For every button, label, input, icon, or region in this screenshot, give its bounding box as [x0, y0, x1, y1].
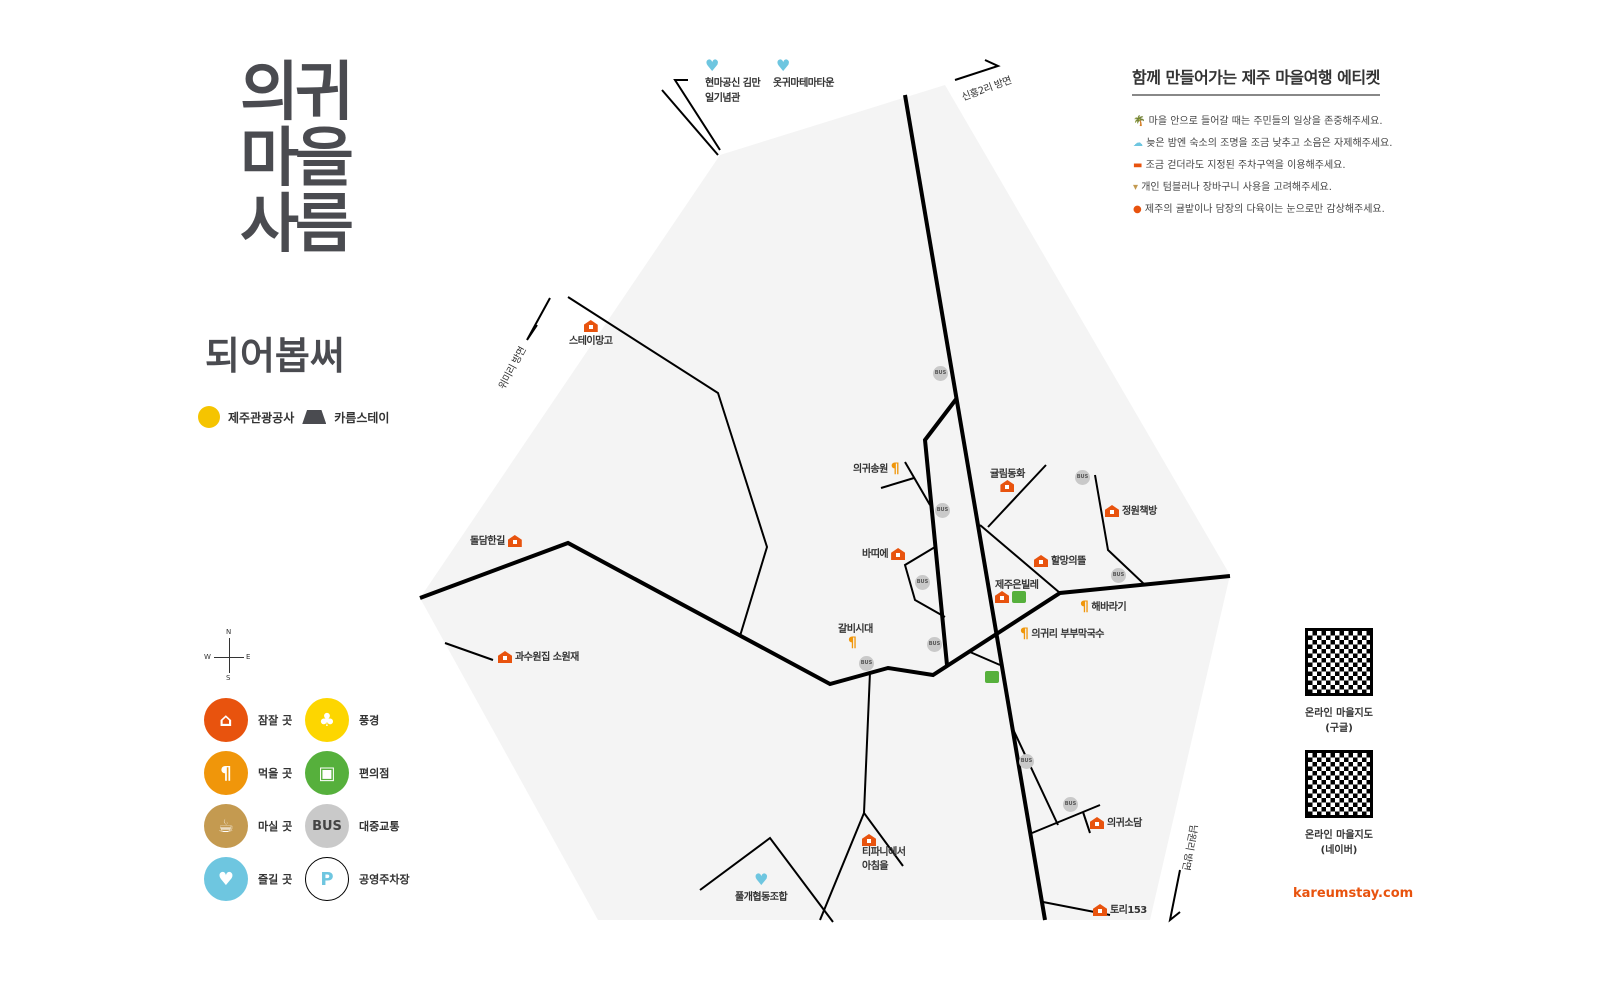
- jto-logo-icon: [198, 406, 220, 428]
- utensils-icon: ¶: [1080, 599, 1089, 615]
- compass-e: E: [246, 653, 251, 661]
- car-icon: ▬: [1133, 160, 1143, 171]
- house-icon: [1105, 505, 1119, 517]
- logo-title-1: 의귀: [240, 56, 354, 130]
- bus-stop[interactable]: BUS: [933, 366, 948, 381]
- logo-subtitle: 되어봅써: [205, 334, 345, 378]
- house-icon: [1000, 480, 1015, 492]
- kareum-logo-icon: [302, 410, 327, 424]
- bus-stop[interactable]: BUS: [1063, 797, 1078, 812]
- house-icon: [498, 651, 512, 663]
- etiquette-item: ● 제주의 귤밭이나 담장의 다육이는 눈으로만 감상해주세요.: [1133, 204, 1385, 215]
- place-eunbille[interactable]: 제주은빌레: [995, 576, 1039, 603]
- legend-food: ¶먹을 곳: [204, 751, 292, 795]
- place-otgwima[interactable]: ♥옷귀마테마타운: [773, 56, 834, 90]
- utensils-icon: ¶: [1020, 626, 1029, 642]
- place-tori153[interactable]: 토리153: [1093, 901, 1147, 916]
- place-gyullim[interactable]: 귤림동화: [990, 465, 1025, 492]
- house-icon: ⌂: [204, 698, 248, 742]
- place-songwon[interactable]: 의귀송원 ¶: [853, 461, 900, 477]
- place-pulgae[interactable]: ♥풀개협동조합: [735, 870, 788, 904]
- utensils-icon: ¶: [848, 635, 857, 651]
- place-kimmanil[interactable]: ♥현마공신 김만일기념관: [705, 56, 765, 105]
- heart-icon: ♥: [705, 56, 719, 75]
- place-haebaragi[interactable]: ¶ 해바라기: [1080, 599, 1127, 615]
- house-icon: [507, 535, 522, 547]
- etiquette-item: ▾ 개인 텀블러나 장바구니 사용을 고려해주세요.: [1133, 182, 1332, 193]
- store-icon[interactable]: [985, 671, 999, 683]
- place-galbi[interactable]: 갈비시대¶: [838, 624, 873, 651]
- place-staymango[interactable]: 스테이망고: [569, 320, 613, 347]
- bus-icon: BUS: [305, 804, 349, 848]
- tangerine-icon: ●: [1133, 204, 1142, 215]
- etiquette-item: ▬ 조금 걷더라도 지정된 주차구역을 이용해주세요.: [1133, 160, 1346, 171]
- minor-roads: [444, 59, 1181, 923]
- place-batie[interactable]: 바띠에: [862, 545, 906, 560]
- house-icon: [1093, 904, 1107, 916]
- partner-kareum: 카름스테이: [334, 410, 390, 425]
- place-tiffany[interactable]: 티파니에서 아침을: [862, 834, 908, 874]
- etiquette-item: ☁ 늦은 밤엔 숙소의 조명을 조금 낮추고 소음은 자제해주세요.: [1133, 138, 1393, 149]
- house-icon: [1034, 555, 1048, 567]
- parking-icon: P: [305, 857, 349, 901]
- heart-icon: ♥: [204, 857, 248, 901]
- place-makguksu[interactable]: ¶ 의귀리 부부막국수: [1020, 626, 1104, 642]
- qr-code-icon: [1305, 628, 1373, 696]
- qr-code-icon: [1305, 750, 1373, 818]
- place-sodam[interactable]: 의귀소담: [1090, 814, 1142, 829]
- logo-title-3: 사름: [240, 188, 354, 262]
- legend-stay: ⌂잠잘 곳: [204, 698, 292, 742]
- store-icon: ▣: [305, 751, 349, 795]
- tree-icon: ♣: [305, 698, 349, 742]
- qr-google[interactable]: 온라인 마을지도(구글): [1305, 628, 1373, 734]
- place-gwasuwon[interactable]: 과수원집 소원재: [498, 648, 579, 663]
- compass: N S W E: [204, 628, 254, 684]
- utensils-icon: ¶: [204, 751, 248, 795]
- store-icon: [1011, 591, 1026, 603]
- etiquette-item: 🌴 마을 안으로 들어갈 때는 주민들의 일상을 존중해주세요.: [1133, 116, 1383, 127]
- website-link[interactable]: kareumstay.com: [1293, 886, 1414, 901]
- partner-jto: 제주관광공사: [228, 410, 295, 425]
- legend-store: ▣편의점: [305, 751, 389, 795]
- bus-stop[interactable]: BUS: [1019, 754, 1034, 769]
- compass-n: N: [226, 628, 232, 636]
- place-halmang[interactable]: 할망의뜰: [1034, 552, 1086, 567]
- logo: 의귀 마을 사름: [170, 60, 420, 258]
- place-jeongwon[interactable]: 정원책방: [1105, 502, 1157, 517]
- palm-icon: 🌴: [1133, 116, 1146, 127]
- place-doldam[interactable]: 돌담한길: [470, 532, 522, 547]
- legend-fun: ♥즐길 곳: [204, 857, 292, 901]
- bus-stop[interactable]: BUS: [915, 575, 930, 590]
- cup-icon: ☕: [204, 804, 248, 848]
- logo-title-2: 마을: [240, 122, 354, 196]
- house-icon: [891, 548, 906, 560]
- house-icon: [862, 834, 876, 846]
- legend-scenery: ♣풍경: [305, 698, 379, 742]
- utensils-icon: ¶: [890, 461, 900, 477]
- bus-stop[interactable]: BUS: [927, 637, 942, 652]
- etiquette-title: 함께 만들어가는 제주 마을여행 에티켓: [1132, 64, 1380, 96]
- house-icon: [1090, 817, 1104, 829]
- partners: 제주관광공사 카름스테이: [198, 406, 389, 428]
- qr-naver[interactable]: 온라인 마을지도(네이버): [1305, 750, 1373, 856]
- house-icon: [583, 320, 598, 332]
- map-area: [420, 85, 1230, 920]
- bus-stop[interactable]: BUS: [1075, 470, 1090, 485]
- legend-drink: ☕마실 곳: [204, 804, 292, 848]
- moon-cloud-icon: ☁: [1133, 138, 1143, 149]
- bus-stop[interactable]: BUS: [1111, 568, 1126, 583]
- heart-icon: ♥: [754, 870, 769, 889]
- heart-icon: ♥: [776, 56, 790, 75]
- house-icon: [995, 591, 1009, 603]
- compass-w: W: [204, 653, 211, 661]
- bus-stop[interactable]: BUS: [935, 503, 950, 518]
- compass-s: S: [226, 674, 231, 682]
- bus-stop[interactable]: BUS: [859, 656, 874, 671]
- basket-icon: ▾: [1133, 182, 1139, 193]
